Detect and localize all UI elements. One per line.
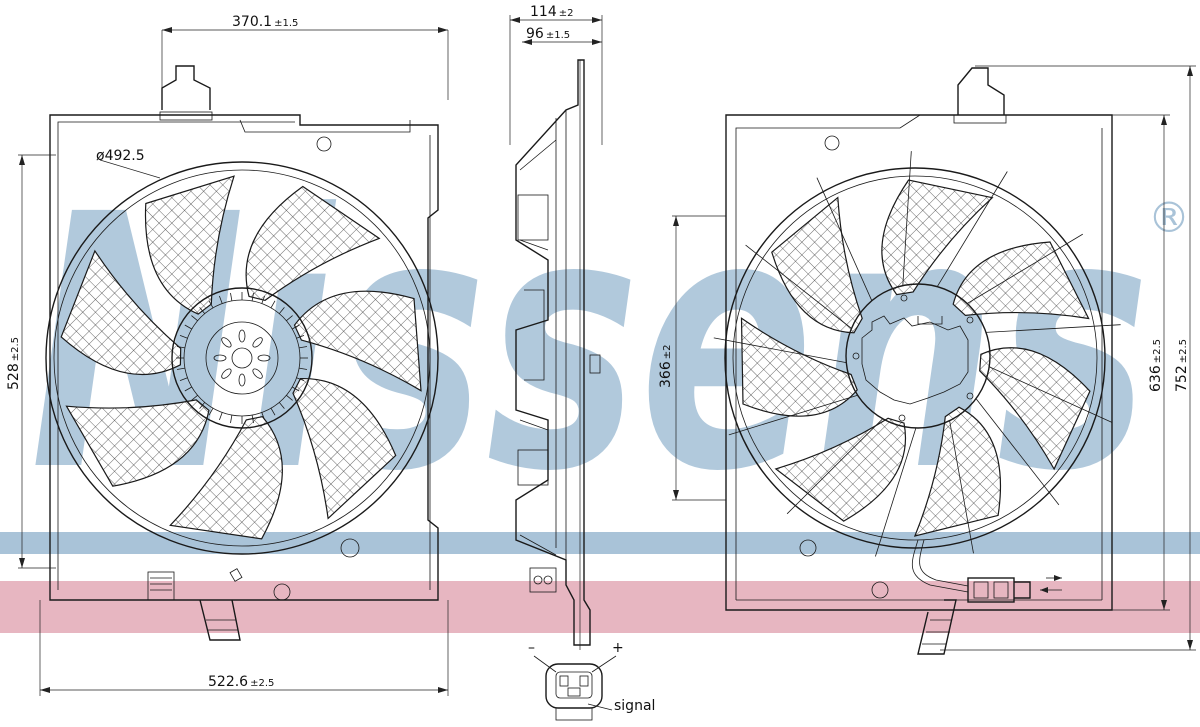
rear-fan-struts — [713, 151, 1121, 557]
connector-detail: – + signal — [528, 640, 655, 721]
fan-strut — [967, 233, 1084, 304]
fan-strut — [936, 171, 1008, 287]
hub-fin — [286, 394, 293, 401]
hub-fin — [208, 408, 214, 416]
fan-blade — [952, 241, 1090, 320]
hub-fin — [270, 408, 276, 416]
dim-fan-diameter: ø492.5 — [96, 148, 145, 164]
dim-front-bottom-width: 522.6±2.5 — [208, 674, 274, 690]
hub-fin — [199, 307, 206, 314]
hub-fin — [179, 335, 188, 339]
hub-fin — [179, 377, 188, 381]
hub-fin — [176, 346, 185, 349]
fan-blade — [293, 290, 422, 392]
hub-slot — [221, 337, 232, 348]
fan-blade — [913, 406, 1002, 537]
hub-slot — [238, 329, 246, 343]
rear-view: 366±2 636±2.5 752±2.5 — [658, 65, 1196, 655]
hub-fin — [261, 295, 265, 304]
hub-fin — [184, 386, 192, 392]
hub-fin — [292, 324, 300, 330]
fan-strut — [902, 151, 912, 286]
fan-strut — [713, 337, 847, 363]
fan-blade — [774, 417, 907, 522]
dim-rear-height: 636±2.5 — [1148, 339, 1164, 392]
hub-fin — [299, 346, 308, 349]
hub-fin — [184, 324, 192, 330]
fan-blade — [881, 179, 994, 296]
hub-fin — [208, 300, 214, 308]
hub-fin — [219, 412, 223, 421]
hub-slot — [252, 368, 263, 379]
watermark-pink-band — [0, 581, 1200, 633]
fan-strut — [949, 420, 974, 554]
hub-fin — [278, 402, 285, 409]
hub-fin — [199, 402, 206, 409]
hub-fin — [230, 415, 233, 424]
fan-strut — [975, 398, 1060, 506]
hub-slot — [257, 354, 271, 362]
hub-fin — [278, 307, 285, 314]
fan-blade — [169, 415, 283, 540]
dim-side-total-depth: 114±2 — [530, 4, 573, 20]
connector-minus-label: – — [528, 640, 535, 656]
hub-fin — [296, 377, 305, 381]
dim-front-top-width: 370.1±1.5 — [232, 14, 298, 30]
connector-plus-label: + — [612, 640, 624, 656]
dim-side-depth: 96±1.5 — [526, 26, 570, 42]
hub-slot — [238, 373, 246, 387]
hub-fin — [292, 386, 300, 392]
dim-rear-mount-height: 366±2 — [658, 345, 674, 388]
dim-rear-total-height: 752±2.5 — [1174, 339, 1190, 392]
hub-fin — [191, 394, 198, 401]
dim-front-height: 528±2.5 — [6, 337, 22, 390]
hub-fin — [261, 412, 265, 421]
watermark-registered-mark: ® — [1148, 193, 1190, 242]
fan-blade — [144, 175, 235, 315]
hub-fin — [191, 315, 198, 322]
side-view: 114±2 96±1.5 — [509, 4, 603, 650]
fan-blade — [979, 347, 1091, 471]
fan-blade — [292, 377, 397, 520]
hub-fin — [286, 315, 293, 322]
fan-strut — [816, 177, 873, 301]
hub-fin — [219, 295, 223, 304]
fan-blade — [60, 249, 182, 376]
connector-signal-label: signal — [614, 698, 655, 714]
fan-blade — [771, 196, 863, 334]
hub-fin — [270, 300, 276, 308]
hub-fin — [251, 292, 254, 301]
fan-strut — [989, 366, 1113, 423]
fan-blade — [740, 317, 858, 417]
hub-slot — [221, 368, 232, 379]
fan-strut — [786, 418, 883, 515]
fan-strut — [985, 324, 1121, 333]
hub-fin — [296, 335, 305, 339]
hub-fin — [176, 367, 185, 370]
fan-blade — [245, 185, 381, 302]
front-view: 370.1±1.5 528±2.5 ø492.5 — [6, 14, 449, 696]
rear-fan-blades — [740, 179, 1091, 537]
watermark-blue-band — [0, 532, 1200, 554]
fan-strut — [875, 427, 917, 557]
front-fan-blades — [60, 175, 422, 540]
hub-slot — [213, 354, 227, 362]
fan-strut — [745, 244, 852, 329]
hub-slot — [252, 337, 263, 348]
fan-strut — [728, 394, 858, 436]
hub-fin — [251, 415, 254, 424]
fan-blade — [65, 399, 210, 487]
hub-fin — [299, 367, 308, 370]
hub-fin — [230, 292, 233, 301]
